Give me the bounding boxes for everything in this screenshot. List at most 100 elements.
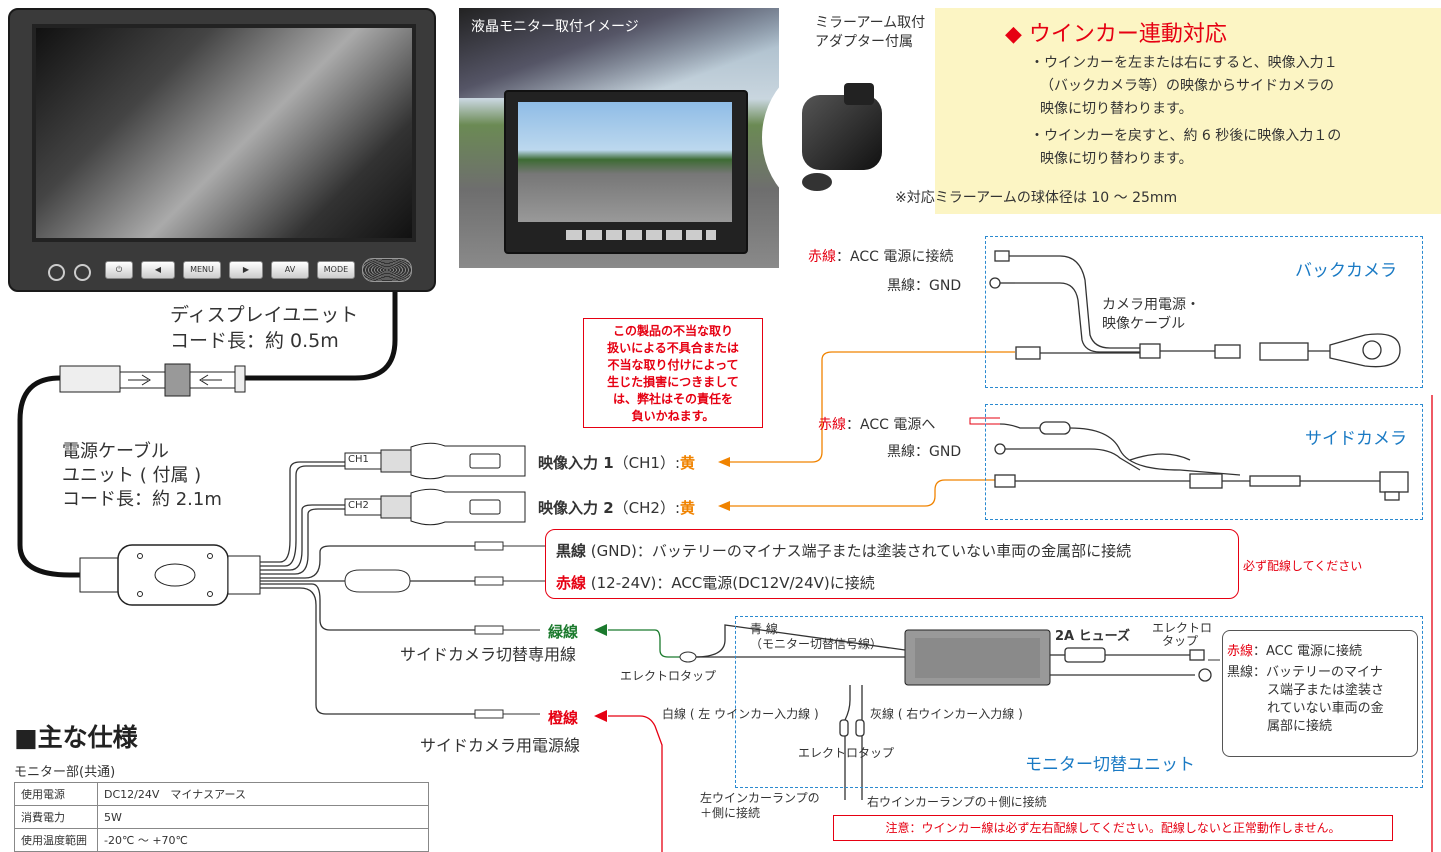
orange-wire-label: 橙線	[548, 709, 579, 727]
blue-wire-desc: （モニター切替信号線）	[750, 637, 883, 651]
disclaimer-box: この製品の不当な取り 扱いによる不具合または 不当な取り付けによって 生じた損害…	[583, 318, 763, 428]
side-camera-box	[985, 404, 1423, 520]
disclaimer-line-6: 負いかねます。	[631, 409, 715, 423]
feature-bullet-1-line-3: 映像に切り替わります。	[1040, 101, 1193, 117]
back-camera-title: バックカメラ	[1295, 261, 1397, 281]
video-in-2-label: 映像入力 2	[538, 499, 614, 517]
right-lamp: 右ウインカーランプの＋側に接続	[867, 795, 1047, 809]
black-wire-label: 黒線	[556, 542, 587, 560]
orange-wire-desc: サイドカメラ用電源線	[420, 736, 581, 755]
spec-value: DC12/24V マイナスアース	[97, 782, 429, 806]
left-lamp-2: ＋側に接続	[700, 806, 761, 820]
feature-bullet-1-line-1: ・ウインカーを左または右にすると、映像入力１	[1030, 55, 1338, 71]
green-wire-label: 緑線	[548, 623, 579, 641]
side-black-wire: 黒線：GND	[887, 444, 962, 460]
spec-key: 使用温度範囲	[14, 828, 98, 852]
video-in-1-color: 黄	[680, 454, 696, 472]
red-wire-label: 赤線	[556, 574, 587, 592]
red-wire-text: (12-24V)：ACC電源(DC12V/24V)に接続	[586, 574, 875, 592]
spec-row: 使用温度範囲-20℃ 〜 +70℃	[14, 828, 429, 852]
install-photo: 液晶モニター取付イメージ	[459, 8, 779, 268]
spec-value: -20℃ 〜 +70℃	[97, 828, 429, 852]
switch-unit-title: モニター切替ユニット	[1025, 755, 1195, 775]
feature-bullet-2-line-2: 映像に切り替わります。	[1040, 151, 1193, 167]
disclaimer-line-4: 生じた損害につきまして	[607, 375, 739, 389]
back-red-wire-text: ：ACC 電源に接続	[836, 249, 954, 265]
switch-red-text: ：ACC 電源に接続	[1253, 644, 1362, 659]
feature-panel	[935, 8, 1441, 214]
adapter-label-1: ミラーアーム取付	[815, 15, 926, 31]
switch-black-1: 黒線：バッテリーのマイナ	[1227, 665, 1383, 680]
tap-bottom-label: エレクトロタップ	[798, 746, 895, 760]
mode-button[interactable]: MODE	[317, 261, 355, 279]
power-unit-label-1: 電源ケーブル	[62, 441, 169, 462]
adapter-note: ※対応ミラーアームの球体径は 10 〜 25mm	[895, 190, 1178, 206]
speaker-grille	[362, 258, 412, 282]
ch1-tag: CH1	[348, 454, 369, 465]
switch-black-3: れていない車両の金	[1267, 701, 1384, 716]
feature-bullet-1-line-2: （バックカメラ等）の映像からサイドカメラの	[1040, 78, 1334, 94]
left-lamp-1: 左ウインカーランプの	[700, 791, 820, 805]
caution-box: 注意：ウインカー線は必ず左右配線してください。配線しないと正常動作しません。	[833, 815, 1393, 841]
black-wire-text: (GND)：バッテリーのマイナス端子または塗装されていない車両の金属部に接続	[586, 542, 1132, 560]
feature-title: ◆ ウインカー連動対応	[1005, 22, 1227, 47]
ch2-tag: CH2	[348, 500, 369, 511]
power-unit-label-2: ユニット ( 付属 )	[62, 465, 202, 486]
power-icon[interactable]: ⏻	[105, 261, 133, 279]
switch-black-2: ス端子または塗装さ	[1267, 683, 1385, 698]
disclaimer-line-2: 扱いによる不具合または	[607, 341, 739, 355]
spec-key: 消費電力	[14, 805, 98, 829]
spec-sub: モニター部(共通)	[14, 765, 116, 780]
switch-red-label: 赤線	[1227, 644, 1254, 659]
video-in-2-color: 黄	[680, 499, 696, 517]
switch-unit-box	[904, 629, 1051, 686]
monitor-screen	[32, 24, 416, 242]
disclaimer-line-1: この製品の不当な取り	[612, 324, 733, 338]
fuse-label: 2A ヒューズ	[1055, 629, 1130, 644]
side-red-wire-label: 赤線	[818, 417, 846, 433]
monitor-buttons: ⏻ ◀ MENU ▶ AV MODE	[105, 261, 355, 279]
gray-wire-label: 灰線 ( 右ウインカー入力線 )	[870, 707, 1023, 721]
spec-key: 使用電源	[14, 782, 98, 806]
video-in-1-label: 映像入力 1	[538, 454, 614, 472]
tap-label-1: エレクトロ	[1152, 621, 1213, 635]
adapter-image	[762, 55, 927, 220]
monitor-unit: ⏻ ◀ MENU ▶ AV MODE	[8, 8, 436, 292]
disclaimer-line-5: は、弊社はその責任を	[612, 392, 733, 406]
power-wires-box	[545, 529, 1239, 599]
side-camera-title: サイドカメラ	[1305, 429, 1407, 449]
prev-button[interactable]: ◀	[141, 261, 175, 279]
switch-black-4: 属部に接続	[1267, 719, 1333, 734]
blue-wire-label: 青 線	[750, 622, 778, 636]
caution-text: 注意：ウインカー線は必ず左右配線してください。配線しないと正常動作しません。	[885, 821, 1341, 835]
extension-connector	[59, 363, 246, 397]
av-button[interactable]: AV	[271, 261, 309, 279]
switch-power-box	[1222, 630, 1418, 757]
tap-label-2: タップ	[1162, 634, 1199, 648]
green-wire-desc: サイドカメラ切替専用線	[400, 645, 577, 664]
display-cord-length: コード長：約 0.5m	[170, 330, 339, 352]
back-black-wire: 黒線：GND	[887, 278, 962, 294]
tap-left-label: エレクトロタップ	[620, 669, 717, 683]
menu-button[interactable]: MENU	[183, 261, 221, 279]
white-wire-label: 白線 ( 左 ウインカー入力線 )	[662, 707, 819, 721]
adapter-label-2: アダプター付属	[815, 34, 913, 50]
back-cable-label-1: カメラ用電源・	[1102, 297, 1200, 313]
spec-heading: ■主な仕様	[14, 723, 138, 752]
back-red-wire-label: 赤線	[808, 249, 836, 265]
next-button[interactable]: ▶	[229, 261, 263, 279]
photo-caption: 液晶モニター取付イメージ	[471, 19, 639, 35]
back-cable-label-2: 映像ケーブル	[1102, 316, 1186, 332]
power-unit-body	[79, 544, 261, 606]
spec-value: 5W	[97, 805, 429, 829]
video-in-2-ch: （CH2）:	[613, 499, 681, 517]
display-unit-label: ディスプレイユニット	[170, 304, 359, 326]
feature-bullet-2-line-1: ・ウインカーを戻すと、約 6 秒後に映像入力１の	[1030, 128, 1342, 144]
disclaimer-line-3: 不当な取り付けによって	[607, 358, 739, 372]
side-red-wire-text: ：ACC 電源へ	[846, 417, 936, 433]
back-camera-box	[985, 236, 1423, 388]
